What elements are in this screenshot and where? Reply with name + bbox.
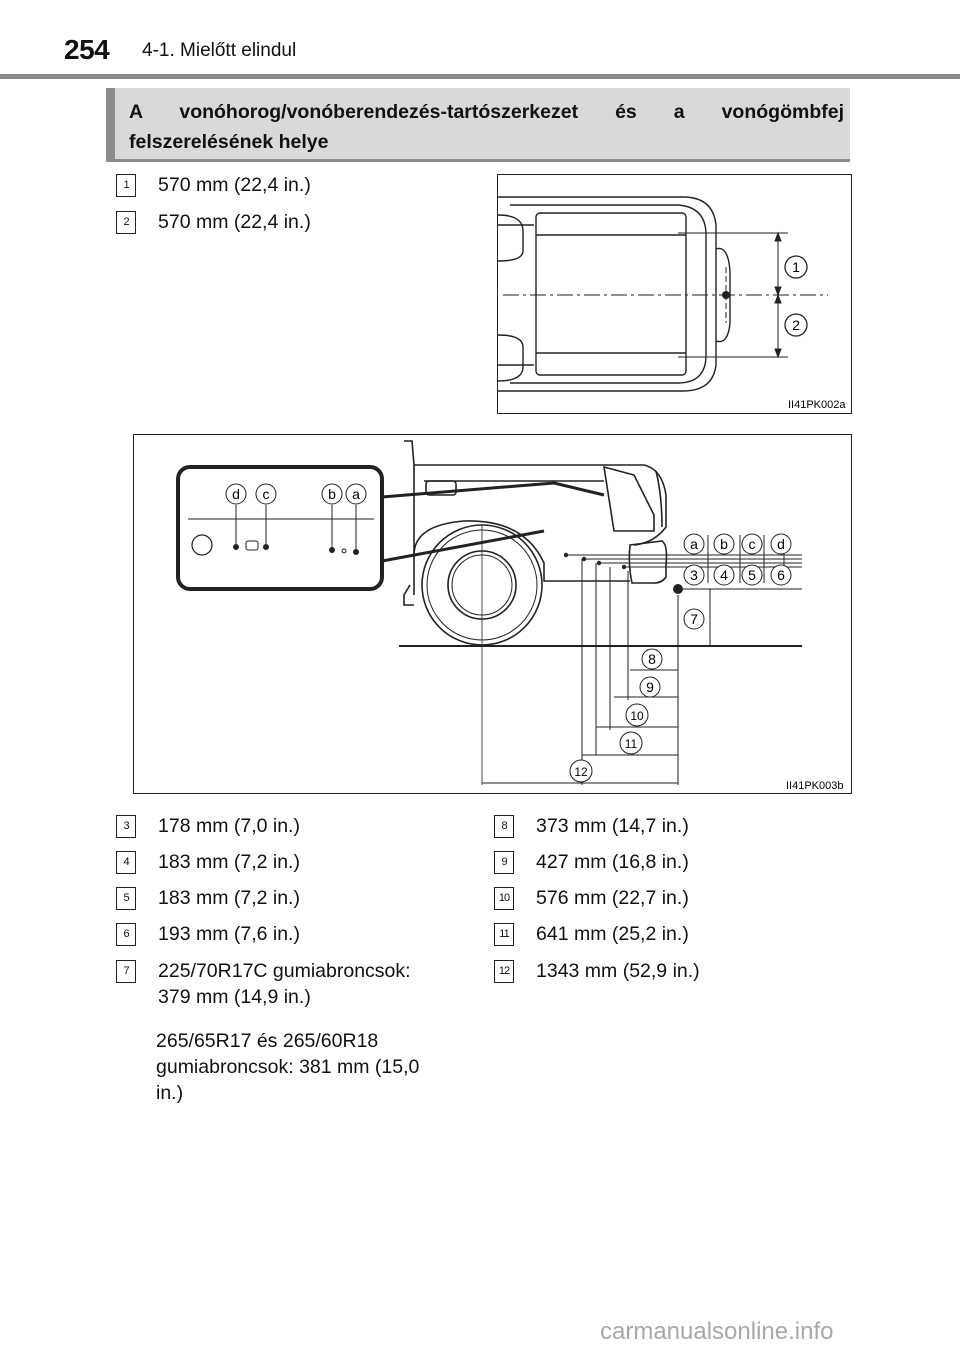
row-number-callouts: 3 4 5 6 — [683, 564, 792, 586]
vehicle-side-view-drawing: d c b a — [176, 440, 844, 792]
list-item-10: 10 576 mm (22,7 in.) — [494, 885, 689, 911]
item-number: 8 — [494, 815, 514, 838]
item-number: 3 — [116, 815, 136, 838]
list-item-6: 6 193 mm (7,6 in.) — [116, 921, 300, 947]
figure-code: II41PK002a — [788, 399, 846, 411]
svg-text:a: a — [690, 536, 698, 552]
item-text: 1343 mm (52,9 in.) — [536, 960, 700, 982]
svg-text:b: b — [328, 486, 336, 502]
inset-detail: d c b a — [176, 465, 605, 591]
item-text: 641 mm (25,2 in.) — [536, 923, 689, 945]
list-item-1: 1 570 mm (22,4 in.) — [116, 172, 311, 198]
heading-text: A vonóhorog/vonóberendezés-tartószerkeze… — [129, 101, 844, 153]
page-number: 254 — [64, 34, 110, 65]
svg-text:1: 1 — [792, 259, 800, 275]
svg-text:d: d — [777, 536, 785, 552]
svg-text:11: 11 — [625, 737, 638, 751]
callout-7: 7 — [683, 608, 705, 630]
item-number: 4 — [116, 851, 136, 874]
svg-text:4: 4 — [720, 567, 728, 583]
item-text: 373 mm (14,7 in.) — [536, 815, 689, 837]
item-text: 225/70R17C gumiabroncsok: 379 mm (14,9 i… — [158, 960, 411, 1008]
item-text: 570 mm (22,4 in.) — [158, 211, 311, 233]
item-text: 570 mm (22,4 in.) — [158, 174, 311, 196]
list-item-4: 4 183 mm (7,2 in.) — [116, 849, 300, 875]
svg-text:c: c — [749, 536, 756, 552]
svg-text:a: a — [352, 486, 360, 502]
list-item-12: 12 1343 mm (52,9 in.) — [494, 958, 700, 984]
list-item-5: 5 183 mm (7,2 in.) — [116, 885, 300, 911]
svg-text:5: 5 — [748, 567, 756, 583]
svg-text:d: d — [232, 486, 240, 502]
svg-text:6: 6 — [777, 567, 785, 583]
item-text: 183 mm (7,2 in.) — [158, 851, 300, 873]
header-rule — [0, 74, 960, 79]
list-item-9: 9 427 mm (16,8 in.) — [494, 849, 689, 875]
list-item-7: 7 225/70R17C gumiabroncsok: 379 mm (14,9… — [116, 958, 456, 1010]
svg-text:7: 7 — [690, 611, 698, 627]
callout-1: 1 — [784, 255, 808, 279]
svg-text:b: b — [720, 536, 728, 552]
item-text: 576 mm (22,7 in.) — [536, 887, 689, 909]
item-text: 178 mm (7,0 in.) — [158, 815, 300, 837]
top-letter-row: a b c d — [683, 533, 792, 555]
figure-top-view: 1 2 II41PK002a — [497, 174, 852, 414]
list-item-3: 3 178 mm (7,0 in.) — [116, 813, 300, 839]
item-number: 11 — [494, 923, 514, 946]
item-number: 7 — [116, 960, 136, 983]
list-item-2: 2 570 mm (22,4 in.) — [116, 209, 311, 235]
svg-text:2: 2 — [792, 317, 800, 333]
svg-text:8: 8 — [648, 651, 656, 667]
item-number: 9 — [494, 851, 514, 874]
item-number: 6 — [116, 923, 136, 946]
item-7-continuation: 265/65R17 és 265/60R18 gumiabroncsok: 38… — [156, 1030, 420, 1104]
watermark: carmanualsonline.info — [600, 1318, 834, 1345]
item-number: 12 — [494, 960, 514, 983]
vehicle-top-view-drawing: 1 2 II41PK002a — [498, 196, 846, 411]
dimension-callouts: 8 9 10 11 12 — [569, 648, 663, 783]
item-number: 1 — [116, 174, 136, 197]
section-title: 4-1. Mielőtt elindul — [142, 40, 297, 61]
callout-2: 2 — [784, 313, 808, 337]
figure-code: II41PK003b — [786, 780, 844, 792]
item-number: 10 — [494, 887, 514, 910]
svg-text:c: c — [263, 486, 270, 502]
item-text: 183 mm (7,2 in.) — [158, 887, 300, 909]
item-text: 193 mm (7,6 in.) — [158, 923, 300, 945]
item-number: 2 — [116, 211, 136, 234]
list-item-11: 11 641 mm (25,2 in.) — [494, 921, 689, 947]
heading-box: A vonóhorog/vonóberendezés-tartószerkeze… — [106, 88, 850, 162]
svg-text:10: 10 — [630, 709, 644, 723]
item-text: 427 mm (16,8 in.) — [536, 851, 689, 873]
svg-text:3: 3 — [690, 567, 698, 583]
list-item-8: 8 373 mm (14,7 in.) — [494, 813, 689, 839]
svg-text:9: 9 — [646, 679, 654, 695]
figure-side-view: d c b a — [133, 434, 852, 794]
svg-text:12: 12 — [574, 765, 588, 779]
item-number: 5 — [116, 887, 136, 910]
